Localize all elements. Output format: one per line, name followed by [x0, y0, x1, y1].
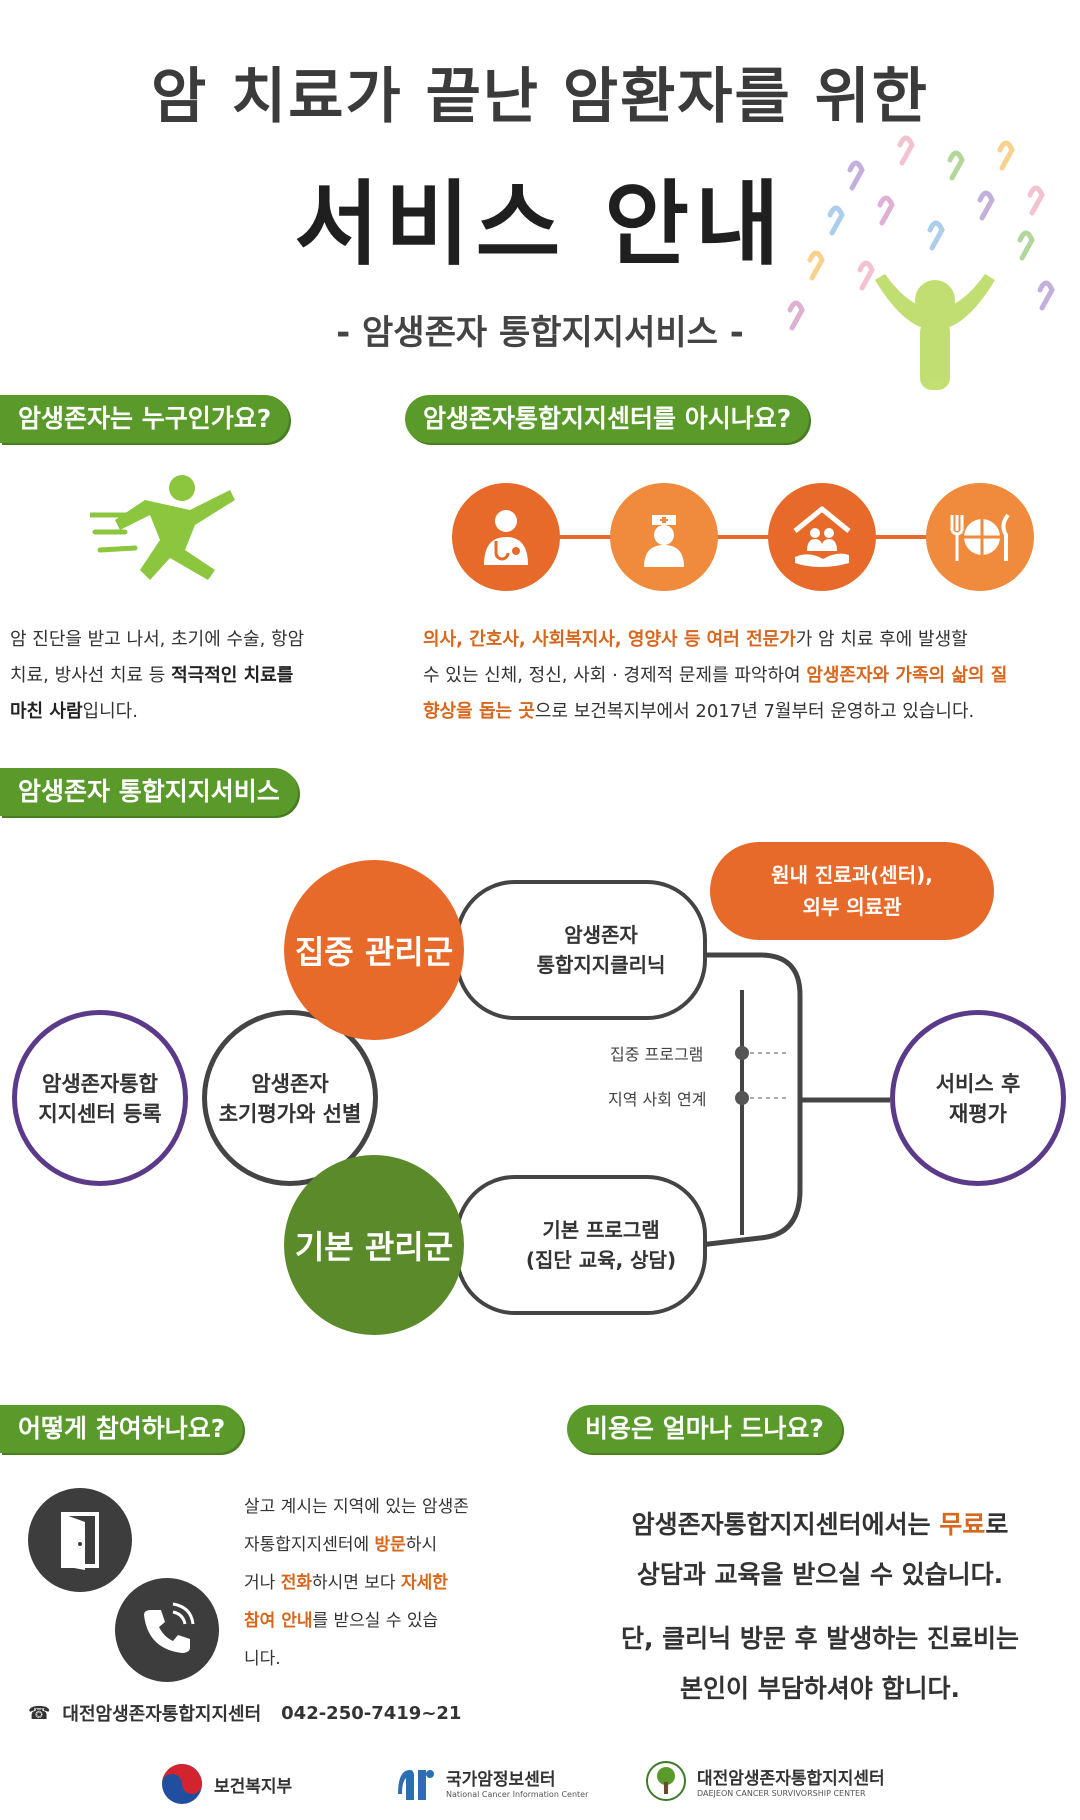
basic-program-box: 기본 프로그램(집단 교육, 상담): [455, 1175, 707, 1315]
ministry-logo: 보건복지부: [160, 1762, 292, 1806]
doctor-icon: [452, 483, 560, 591]
join-line2: 자통합지지센터에 방문하시: [244, 1535, 438, 1555]
icon-connector-line: [452, 535, 1022, 539]
door-icon: [28, 1488, 132, 1592]
taegeuk-icon: [162, 1764, 202, 1804]
basic-group-circle: 기본 관리군: [284, 1155, 464, 1335]
cost-line4: 본인이 부담하셔야 합니다.: [680, 1674, 960, 1703]
tree-icon: [646, 1761, 686, 1801]
join-line1: 살고 계시는 지역에 있는 암생존: [244, 1497, 469, 1517]
community-link-label: 지역 사회 연계: [608, 1090, 707, 1109]
intensive-program-label: 집중 프로그램: [610, 1045, 704, 1064]
community-link-dot: [735, 1091, 749, 1105]
daejeon-center-logo: 대전암생존자통합지지센터 DAEJEON CANCER SURVIVORSHIP…: [645, 1760, 885, 1802]
center-description: 의사, 간호사, 사회복지사, 영양사 등 여러 전문가가 암 치료 후에 발생…: [423, 622, 1073, 730]
running-person-icon: [90, 475, 235, 580]
subtitle: - 암생존자 통합지지서비스 -: [336, 313, 744, 353]
cost-label: 비용은 얼마나 드나요?: [567, 1405, 842, 1453]
who-label: 암생존자는 누구인가요?: [0, 395, 290, 443]
intensive-program-dot: [735, 1046, 749, 1060]
contact-name: 대전암생존자통합지지센터: [62, 1704, 262, 1725]
contact-phone[interactable]: 042-250-7419~21: [281, 1702, 462, 1724]
who-line1: 암 진단을 받고 나서, 초기에 수술, 항암: [10, 629, 305, 650]
center-line2: 수 있는 신체, 정신, 사회 · 경제적 문제를 파악하여 암생존자와 가족의…: [423, 665, 1008, 686]
nci-logo: 국가암정보센터 National Cancer Information Cent…: [392, 1760, 588, 1804]
cost-line3: 단, 클리닉 방문 후 발생하는 진료비는: [620, 1624, 1020, 1653]
center-line3: 향상을 돕는 곳으로 보건복지부에서 2017년 7월부터 운영하고 있습니다.: [423, 701, 975, 722]
join-label: 어떻게 참여하나요?: [0, 1405, 244, 1453]
join-line3: 거나 전화하시면 보다 자세한: [244, 1573, 448, 1593]
phone-icon: [115, 1578, 219, 1682]
nci-mark-icon: [398, 1770, 434, 1800]
join-line4: 참여 안내를 받으실 수 있습: [244, 1611, 439, 1631]
intensive-group-circle: 집중 관리군: [284, 860, 464, 1040]
telephone-icon: ☎: [28, 1702, 51, 1724]
social-worker-icon: [768, 483, 876, 591]
contact-row: ☎ 대전암생존자통합지지센터 042-250-7419~21: [28, 1700, 461, 1726]
center-label: 암생존자통합지지센터를 아시나요?: [405, 395, 810, 443]
who-description: 암 진단을 받고 나서, 초기에 수술, 항암 치료, 방사선 치료 등 적극적…: [10, 622, 370, 730]
cost-description: 암생존자통합지지센터에서는 무료로 상담과 교육을 받으실 수 있습니다. 단,…: [560, 1500, 1080, 1714]
cost-line1: 암생존자통합지지센터에서는 무료로: [631, 1510, 1009, 1539]
ribbons-figure-icon: [787, 135, 1055, 390]
nurse-icon: [610, 483, 718, 591]
title-line1: 암 치료가 끝난 암환자를 위한: [151, 62, 929, 132]
who-line3: 마친 사람입니다.: [10, 701, 138, 722]
who-line2: 치료, 방사선 치료 등 적극적인 치료를: [10, 665, 294, 686]
title-line2: 서비스 안내: [294, 171, 786, 278]
cost-line2: 상담과 교육을 받으실 수 있습니다.: [636, 1560, 1004, 1589]
meal-icon: [926, 483, 1034, 591]
join-description: 살고 계시는 지역에 있는 암생존 자통합지지센터에 방문하시 거나 전화하시면…: [244, 1488, 504, 1678]
flow-lines: [699, 952, 890, 1248]
service-label: 암생존자 통합지지서비스: [0, 768, 298, 816]
referral-box: 원내 진료과(센터),외부 의료관: [710, 842, 994, 940]
join-line5: 니다.: [244, 1649, 281, 1669]
center-line1: 의사, 간호사, 사회복지사, 영양사 등 여러 전문가가 암 치료 후에 발생…: [423, 629, 968, 650]
